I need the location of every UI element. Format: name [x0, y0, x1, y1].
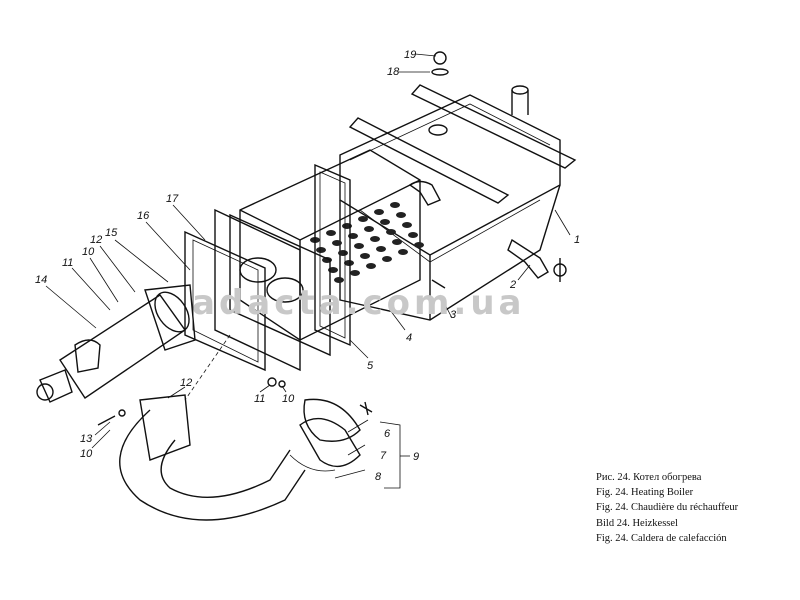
callout-10-bottom: 10: [80, 448, 93, 460]
caption-spanish: Fig. 24. Caldera de calefacción: [596, 532, 727, 544]
tube-hole: [398, 249, 408, 255]
callout-1: 1: [574, 234, 580, 246]
tube-hole: [358, 216, 368, 222]
callout-3: 3: [450, 309, 457, 321]
figure-caption-block: Рис. 24. Котел обогрева Fig. 24. Heating…: [596, 470, 796, 546]
tube-hole: [364, 226, 374, 232]
callout-10-top: 10: [82, 246, 95, 258]
flange-plate: [214, 208, 331, 372]
tube-hole: [408, 232, 418, 238]
callout-13: 13: [80, 433, 93, 445]
caption-english: Fig. 24. Heating Boiler: [596, 487, 694, 499]
tube-hole: [376, 246, 386, 252]
callout-19: 19: [404, 49, 416, 61]
callout-12-top: 12: [90, 234, 102, 246]
tube-hole: [354, 243, 364, 249]
tube-hole: [350, 270, 360, 276]
tube-hole: [338, 250, 348, 256]
callout-2: 2: [509, 279, 516, 291]
tube-hole: [366, 263, 376, 269]
callout-5: 5: [367, 360, 374, 372]
callout-16: 16: [137, 210, 150, 222]
tube-hole: [380, 219, 390, 225]
fasteners: [97, 51, 449, 426]
callout-7: 7: [380, 450, 387, 462]
tube-hole: [382, 256, 392, 262]
tube-hole: [344, 260, 354, 266]
caption-german: Bild 24. Heizkessel: [596, 517, 678, 529]
gasket-17: [184, 230, 266, 372]
flange-gasket-5: [314, 163, 351, 347]
drain-valve: [507, 238, 567, 282]
callout-6: 6: [384, 428, 391, 440]
tube-hole: [390, 202, 400, 208]
caption-french: Fig. 24. Chaudière du réchauffeur: [596, 502, 739, 514]
callout-17: 17: [166, 193, 179, 205]
tube-hole: [326, 230, 336, 236]
callout-14: 14: [35, 274, 47, 286]
tube-hole: [402, 222, 412, 228]
callout-4: 4: [406, 332, 412, 344]
alignment-dashed-line: [184, 334, 231, 401]
callout-12-bottom: 12: [180, 377, 192, 389]
caption-russian: Рис. 24. Котел обогрева: [596, 472, 702, 483]
tube-hole: [386, 229, 396, 235]
callout-15: 15: [105, 227, 118, 239]
tube-hole: [316, 247, 326, 253]
callout-8: 8: [375, 471, 382, 483]
leader-lines: [45, 53, 571, 489]
callout-11-top: 11: [62, 257, 73, 269]
tube-hole: [396, 212, 406, 218]
watermark-text: adacta.com.ua: [192, 283, 526, 323]
tube-hole: [332, 240, 342, 246]
boiler-body: [339, 84, 577, 321]
exhaust-elbow-pipe: [119, 394, 361, 521]
tube-hole: [370, 236, 380, 242]
burner-cylinder: [36, 284, 196, 403]
callout-9: 9: [413, 451, 419, 463]
heat-exchanger-core: [239, 149, 424, 341]
tube-hole: [414, 242, 424, 248]
tube-hole: [392, 239, 402, 245]
callout-10-middle: 10: [282, 393, 295, 405]
callout-18: 18: [387, 66, 400, 78]
tube-hole: [334, 277, 344, 283]
callout-labels: 19 18 17 16 15 14 13 12 12 11 11 10 10 1…: [35, 49, 580, 483]
tube-hole: [374, 209, 384, 215]
tube-hole: [360, 253, 370, 259]
callout-11-bottom: 11: [254, 393, 265, 405]
